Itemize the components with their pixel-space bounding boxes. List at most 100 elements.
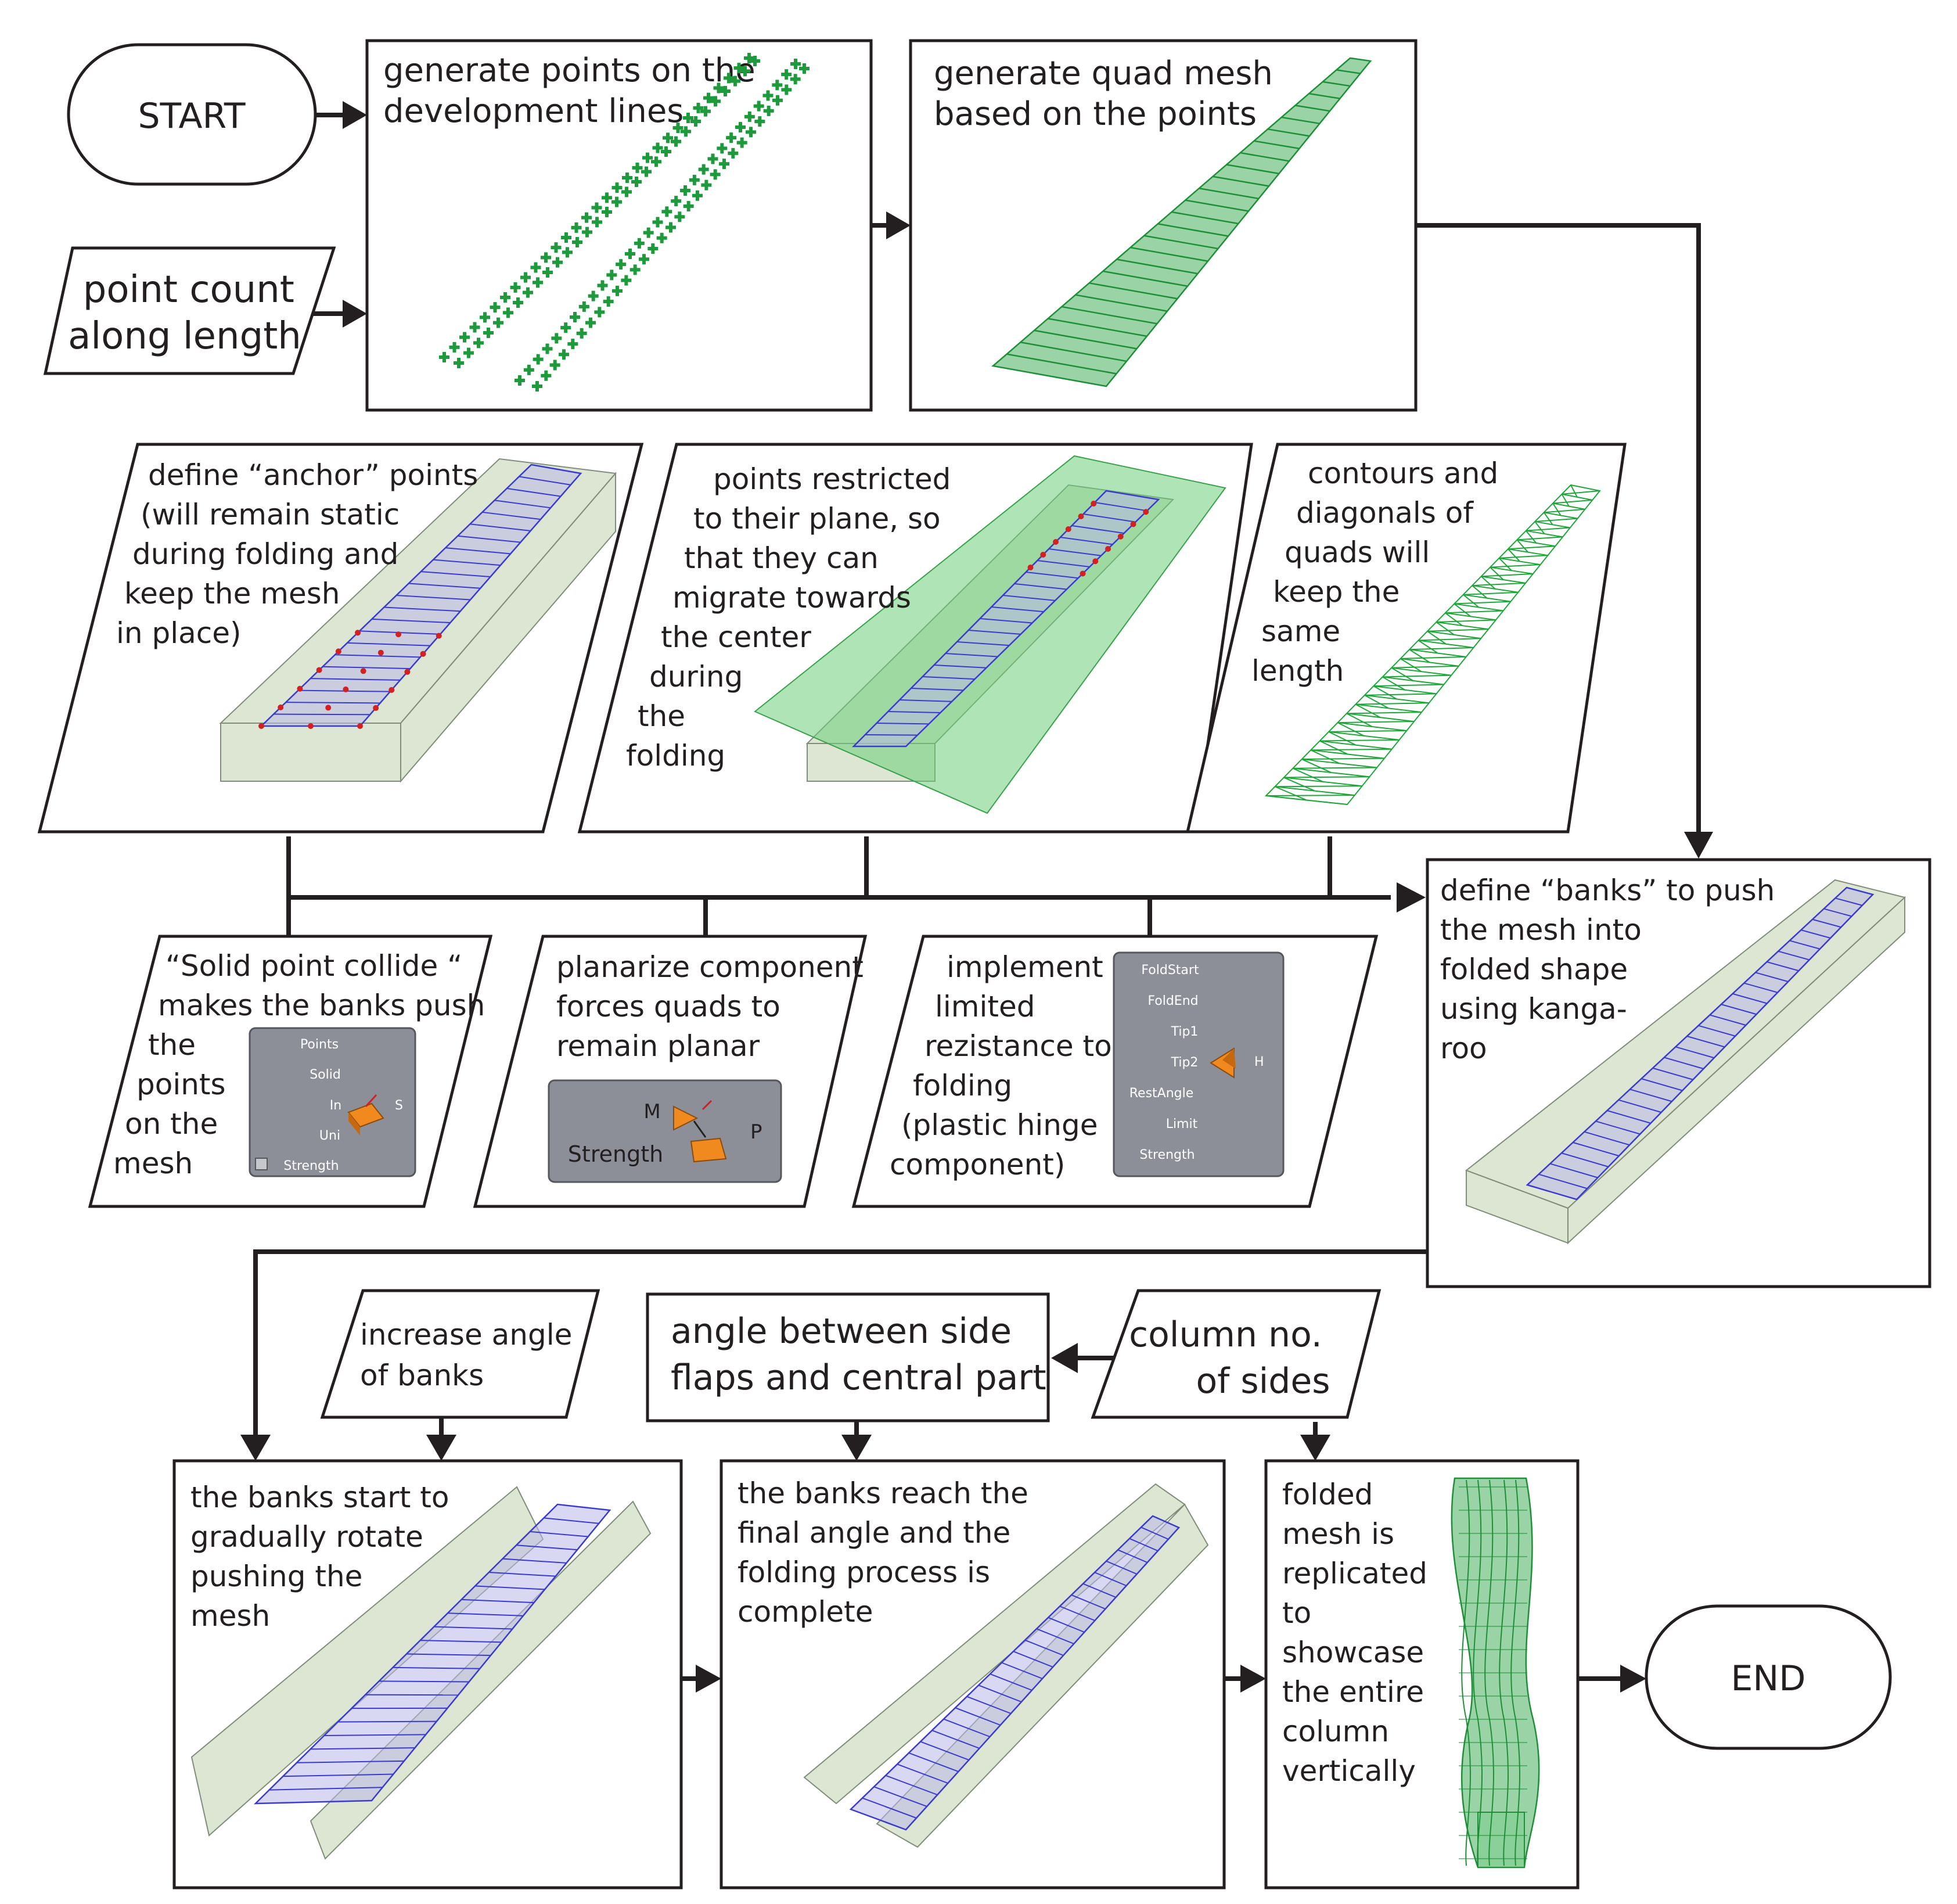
mesh-edge xyxy=(1778,950,1809,961)
mesh-edge xyxy=(1710,1014,1746,1026)
mesh-edge xyxy=(1561,1152,1609,1167)
svg-text:point count along length: point count along length xyxy=(68,268,306,358)
svg-text:define “anchor” points (: define “anchor” points (will remain stat… xyxy=(116,458,487,650)
mesh-edge xyxy=(393,1666,480,1669)
banks-line-3: folded shape xyxy=(1440,953,1628,986)
mesh-edge xyxy=(1048,318,1147,337)
planarize-line-2: forces quads to xyxy=(556,990,780,1023)
mesh-edge xyxy=(334,654,420,658)
restricted-point xyxy=(1040,552,1046,558)
svg-text:the banks start to gradu: the banks start to gradually rotate push… xyxy=(190,1481,458,1633)
anchor-line-3: during folding and xyxy=(132,537,398,571)
mesh-edge xyxy=(396,595,471,601)
hinge-input-tip1: Tip1 xyxy=(1171,1025,1199,1039)
anchor-point xyxy=(278,704,284,710)
mesh-edge xyxy=(286,702,380,704)
arrow-points-to-mesh xyxy=(886,211,911,239)
mesh-edge xyxy=(1062,306,1157,325)
mesh-edge xyxy=(1185,199,1249,212)
svg-text:angle between side flaps: angle between side flaps and central par… xyxy=(671,1311,1046,1398)
anchor-line-2: (will remain static xyxy=(141,498,400,531)
point-count-input: point count along length xyxy=(43,246,336,375)
mesh-edge xyxy=(1267,128,1310,137)
banks-final-process: the banks reach the final angle and the … xyxy=(720,1459,1226,1889)
mesh-edge xyxy=(1721,1004,1757,1015)
mesh-edge xyxy=(1129,1537,1159,1551)
mesh-edge xyxy=(1823,908,1852,917)
mesh-edge xyxy=(1094,1572,1127,1586)
mesh-edge xyxy=(1013,1651,1053,1668)
mesh-edge xyxy=(1095,502,1147,512)
mesh-edge xyxy=(1082,1583,1116,1598)
replicated-line-1: folded xyxy=(1282,1478,1373,1511)
mesh-edge xyxy=(482,511,541,520)
banks-line-4: using kanga- xyxy=(1440,992,1627,1026)
mesh-edge xyxy=(920,1741,969,1761)
mesh-edge xyxy=(876,723,929,725)
restricted-point xyxy=(1027,565,1034,570)
mesh-edge xyxy=(1037,560,1090,567)
spc-input-strength: Strength xyxy=(283,1159,339,1173)
mesh-edge xyxy=(934,664,987,669)
mesh-edge xyxy=(943,1718,990,1737)
anchor-point xyxy=(357,723,363,729)
contours-line-6: length xyxy=(1251,654,1344,688)
arrow-mesh-to-banks xyxy=(1684,832,1713,858)
mesh-edge xyxy=(1020,342,1127,362)
mesh-edge xyxy=(978,1684,1022,1702)
mesh-edge xyxy=(1071,525,1124,534)
arrow-bus-to-banks xyxy=(1397,882,1426,913)
anchor-line-1: define “anchor” points xyxy=(148,458,478,492)
banks-line-1: define “banks” to push xyxy=(1440,874,1775,907)
increase-angle-input: increase angle of banks xyxy=(320,1289,600,1419)
mesh-edge xyxy=(470,523,531,531)
mesh-edge xyxy=(1171,211,1239,225)
contours-line-2: diagonals of xyxy=(1296,496,1474,530)
mesh-edge xyxy=(1103,270,1188,287)
restricted-point xyxy=(1130,521,1136,527)
generate-points-process: generate points on the development lines xyxy=(365,39,873,412)
mesh-edge xyxy=(347,642,430,646)
mesh-edge xyxy=(1117,1549,1148,1563)
mesh-edge xyxy=(1595,1120,1641,1135)
mesh-edge xyxy=(1083,513,1136,523)
planarize-line-1: planarize component xyxy=(556,950,864,984)
generate-mesh-line-2: based on the points xyxy=(934,95,1257,133)
restricted-point xyxy=(1078,513,1084,519)
generate-mesh-process: generate quad mesh based on the points xyxy=(909,39,1418,412)
mesh-edge xyxy=(1755,972,1789,982)
column-sides-line-1: column no. xyxy=(1129,1314,1322,1355)
replicated-process: folded mesh is replicated to showcase th… xyxy=(1264,1459,1580,1889)
mesh-edge xyxy=(324,1734,426,1736)
end-label: END xyxy=(1731,1658,1806,1699)
mesh-edge xyxy=(310,1747,415,1750)
anchor-point xyxy=(360,668,366,674)
anchor-points xyxy=(258,630,442,729)
mesh-edge xyxy=(1141,1526,1169,1540)
banks-final-line-1: the banks reach the xyxy=(738,1477,1028,1510)
banks-rotate-line-2: gradually rotate xyxy=(190,1520,423,1554)
contours-line-4: keep the xyxy=(1273,575,1400,609)
anchor-point xyxy=(373,705,379,711)
solid-collide-line-3: the xyxy=(148,1028,196,1062)
restricted-line-4: migrate towards xyxy=(672,581,911,615)
hinge-input-tip2: Tip2 xyxy=(1171,1055,1199,1070)
spc-input-uni: Uni xyxy=(319,1129,340,1143)
mesh-edge xyxy=(458,535,521,543)
replicated-line-7: column xyxy=(1282,1715,1389,1748)
restricted-line-7: the xyxy=(638,699,685,733)
increase-angle-line-2: of banks xyxy=(360,1359,484,1392)
planarize-line-3: remain planar xyxy=(556,1029,760,1063)
arrow-start-to-points xyxy=(343,101,367,129)
mesh-edge xyxy=(530,1531,588,1537)
mesh-edge xyxy=(1664,1057,1704,1069)
hinge-line-6: component) xyxy=(890,1148,1065,1181)
mesh-edge xyxy=(908,1752,959,1772)
point-count-line-2: along length xyxy=(68,315,301,358)
restricted-point xyxy=(1143,509,1149,515)
mesh-edge xyxy=(322,666,411,670)
mesh-edge xyxy=(945,653,998,658)
anchor-point xyxy=(335,648,341,655)
mesh-edge xyxy=(1281,116,1320,124)
